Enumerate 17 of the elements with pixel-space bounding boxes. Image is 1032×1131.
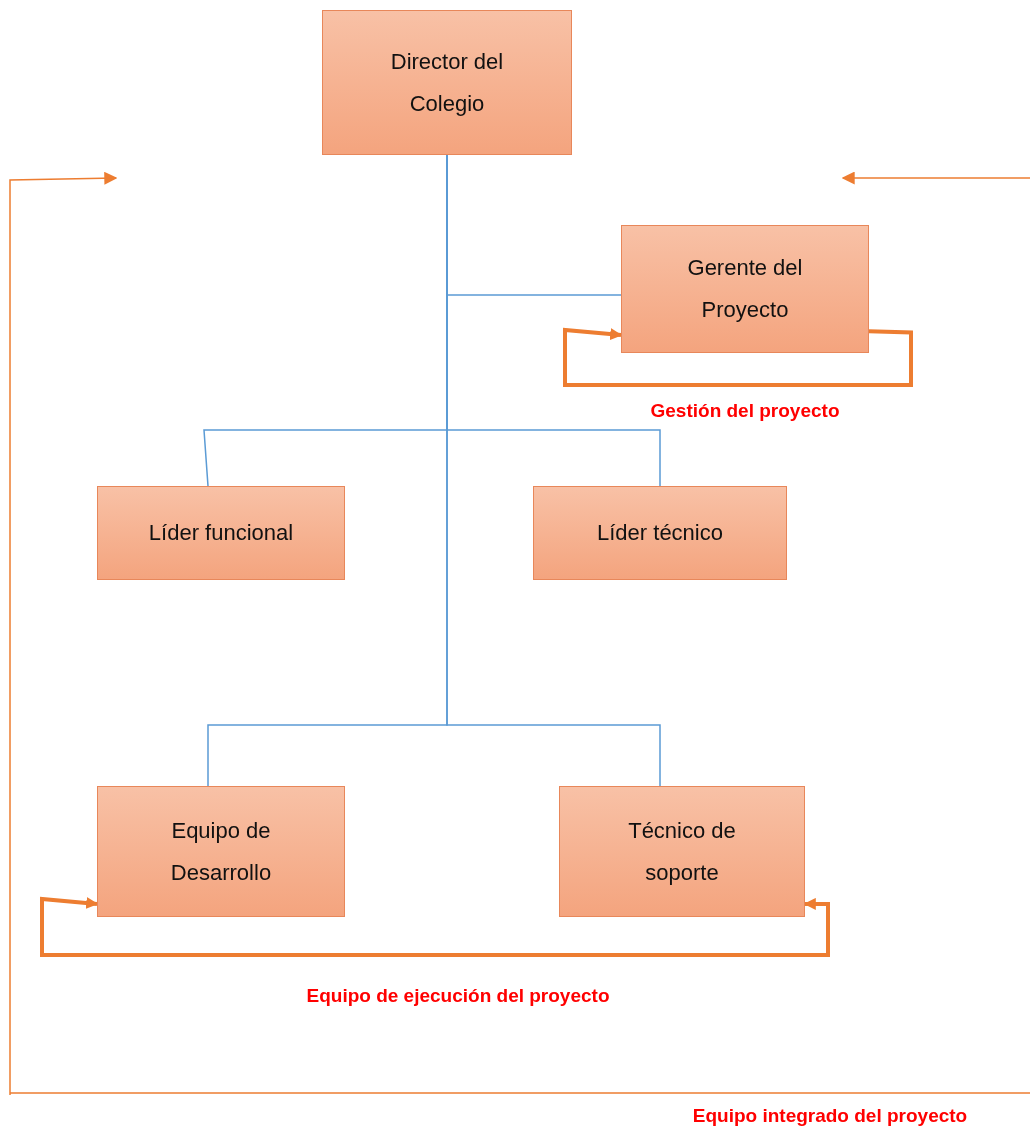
box-label: Equipo de Desarrollo bbox=[169, 816, 273, 887]
box-label: Gerente del Proyecto bbox=[686, 254, 804, 324]
org-box bbox=[97, 786, 345, 917]
arrow bbox=[40, 896, 830, 957]
group-caption: Equipo de ejecución del proyecto bbox=[306, 985, 610, 1007]
box-label: Director del Colegio bbox=[389, 47, 505, 118]
org-box bbox=[559, 786, 805, 917]
box-label: Líder funcional bbox=[148, 519, 294, 547]
org-box bbox=[97, 486, 345, 580]
org-box bbox=[621, 225, 869, 353]
arrow bbox=[563, 327, 913, 387]
box-label: Líder técnico bbox=[597, 519, 723, 547]
org-box bbox=[322, 10, 572, 155]
org-box bbox=[533, 486, 787, 580]
group-caption: Gestión del proyecto bbox=[650, 400, 840, 422]
group-caption: Equipo integrado del proyecto bbox=[692, 1105, 968, 1127]
box-label: Técnico de soporte bbox=[627, 816, 737, 887]
